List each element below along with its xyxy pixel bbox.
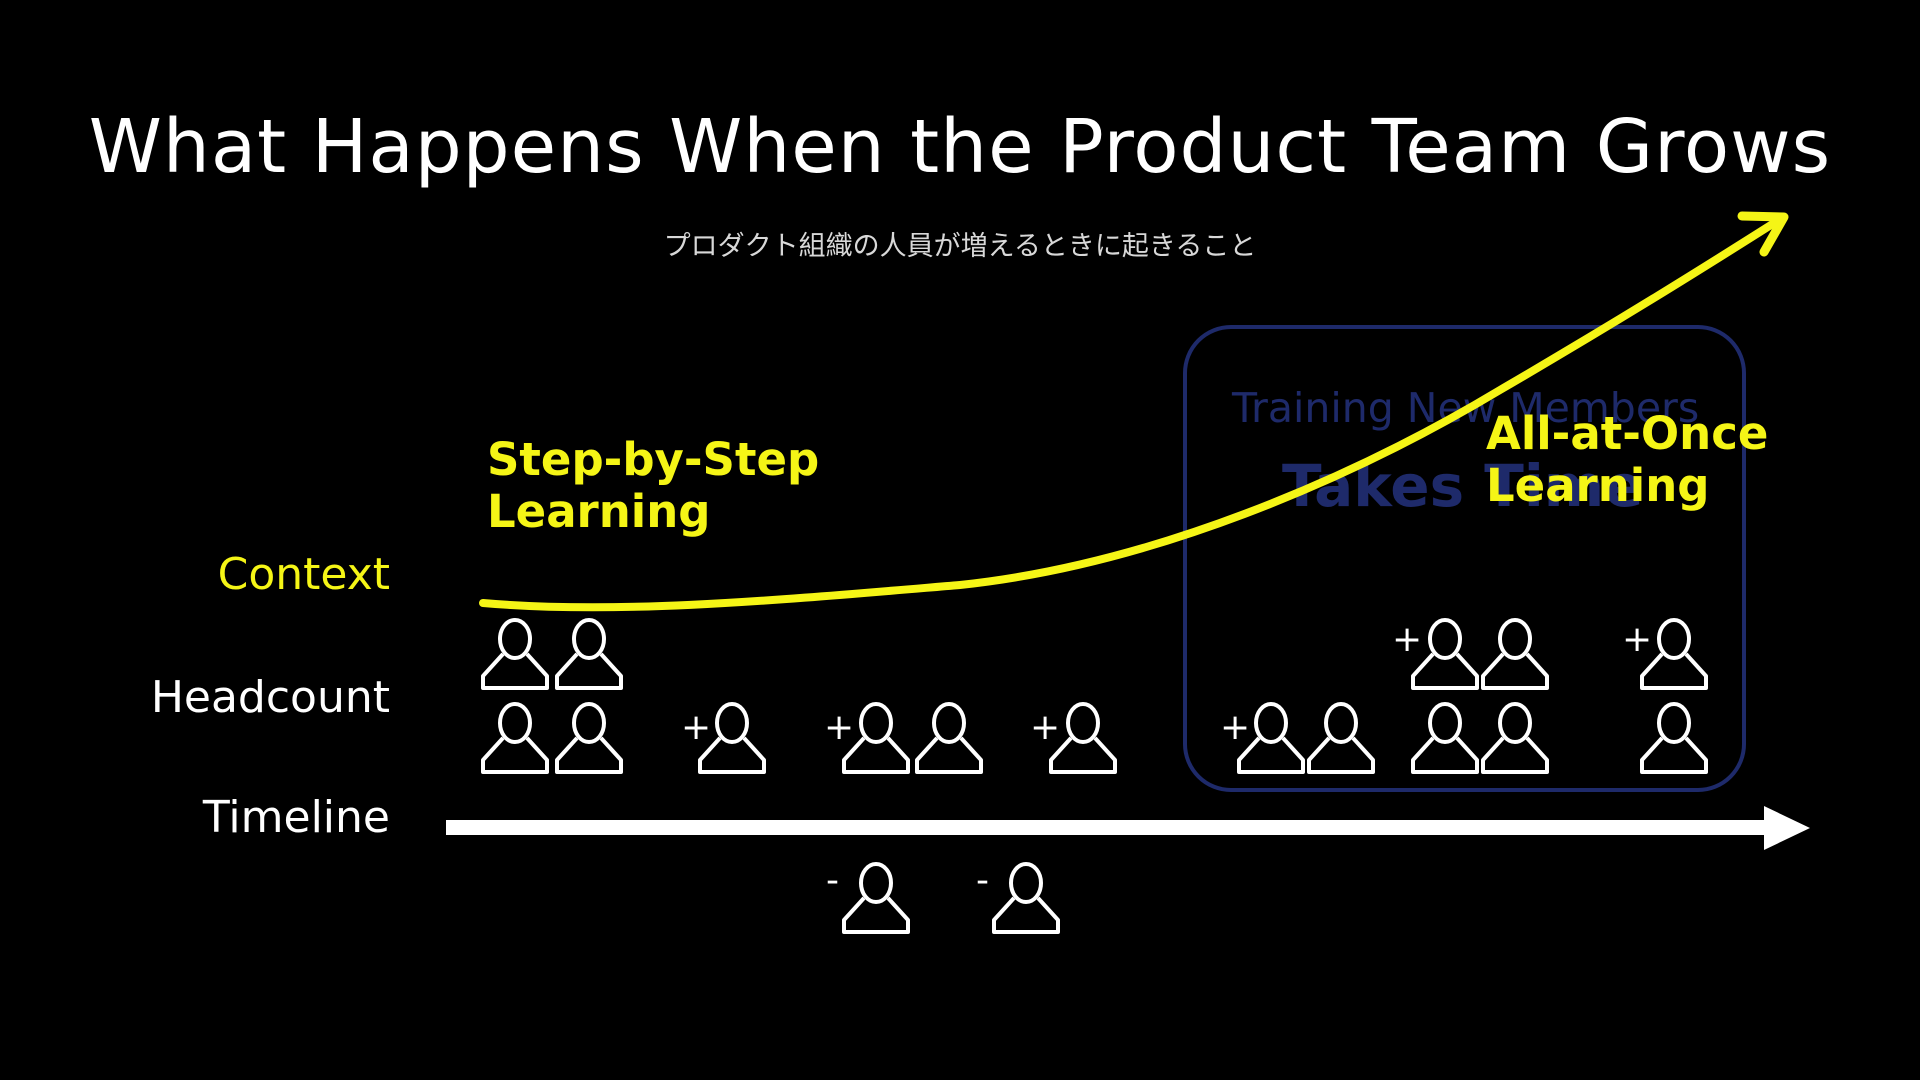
slide-subtitle: プロダクト組織の人員が増えるときに起きること xyxy=(663,231,1257,262)
person-icon xyxy=(1307,702,1375,774)
minus-marker: - xyxy=(976,860,989,901)
person-icon xyxy=(915,702,983,774)
timeline-arrowhead-icon xyxy=(1764,806,1810,850)
plus-marker: + xyxy=(1392,619,1422,660)
callout-step-line1: Step-by-Step xyxy=(487,433,820,486)
slide-title: What Happens When the Product Team Grows xyxy=(88,104,1832,190)
context-curve-icon xyxy=(479,214,1786,612)
person-icon xyxy=(842,862,910,934)
person-icon xyxy=(992,862,1060,934)
person-icon xyxy=(1411,618,1479,690)
plus-marker: + xyxy=(681,707,711,748)
person-icon xyxy=(555,618,623,690)
callout-step-by-step: Step-by-Step Learning xyxy=(487,434,819,538)
minus-marker: - xyxy=(826,860,839,901)
callout-once-line2: Learning xyxy=(1486,459,1710,512)
plus-marker: + xyxy=(824,707,854,748)
callout-once-line1: All-at-Once xyxy=(1486,407,1769,460)
row-label-headcount: Headcount xyxy=(150,672,390,723)
timeline-shaft-icon xyxy=(446,820,1768,835)
person-icon xyxy=(481,618,549,690)
row-label-context: Context xyxy=(217,549,390,600)
training-highlight-box xyxy=(1183,325,1746,792)
context-arrowhead-icon xyxy=(1737,211,1789,257)
callout-step-line2: Learning xyxy=(487,485,711,538)
plus-marker: + xyxy=(1622,619,1652,660)
person-icon xyxy=(1640,702,1708,774)
person-icon xyxy=(481,702,549,774)
person-icon xyxy=(1481,618,1549,690)
box-emphasis: Takes Time xyxy=(1282,452,1644,520)
plus-marker: + xyxy=(1220,707,1250,748)
plus-marker: + xyxy=(1030,707,1060,748)
person-icon xyxy=(1411,702,1479,774)
person-icon xyxy=(1481,702,1549,774)
row-label-timeline: Timeline xyxy=(202,792,390,843)
person-icon xyxy=(1049,702,1117,774)
person-icon xyxy=(555,702,623,774)
callout-all-at-once: All-at-Once Learning xyxy=(1486,408,1768,512)
